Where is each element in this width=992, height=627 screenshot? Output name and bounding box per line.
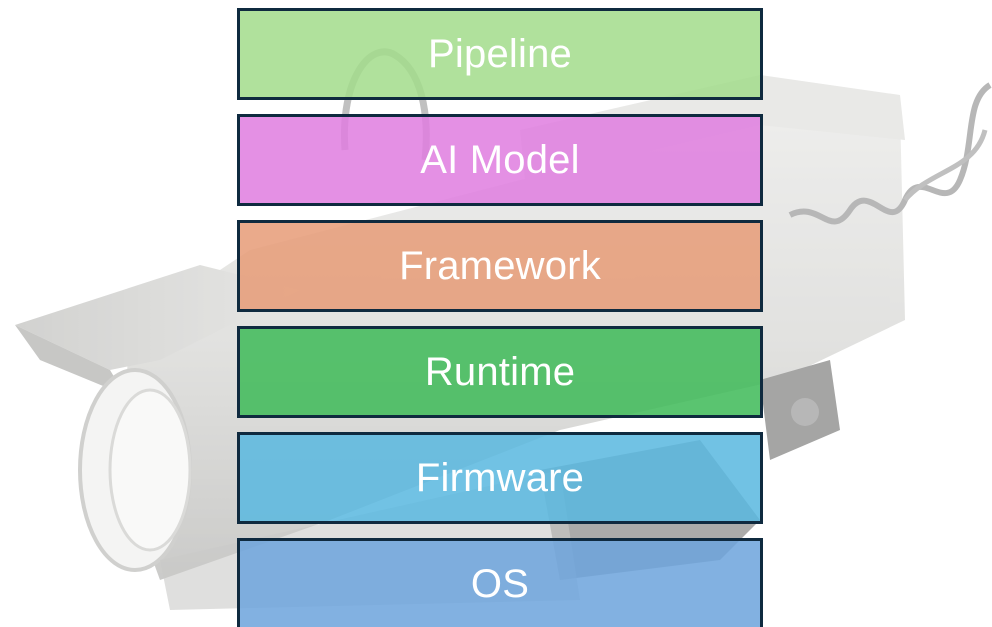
layer-ai-model: AI Model: [237, 114, 763, 206]
software-stack: Pipeline AI Model Framework Runtime Firm…: [237, 8, 763, 627]
layer-label: Firmware: [415, 455, 585, 500]
layer-label: OS: [470, 561, 530, 606]
layer-label: Framework: [399, 243, 601, 288]
layer-runtime: Runtime: [237, 326, 763, 418]
layer-label: Runtime: [424, 349, 576, 394]
layer-os: OS: [237, 538, 763, 627]
layer-framework: Framework: [237, 220, 763, 312]
layer-firmware: Firmware: [237, 432, 763, 524]
layer-label: AI Model: [420, 137, 580, 182]
layer-pipeline: Pipeline: [237, 8, 763, 100]
layer-label: Pipeline: [428, 31, 572, 76]
